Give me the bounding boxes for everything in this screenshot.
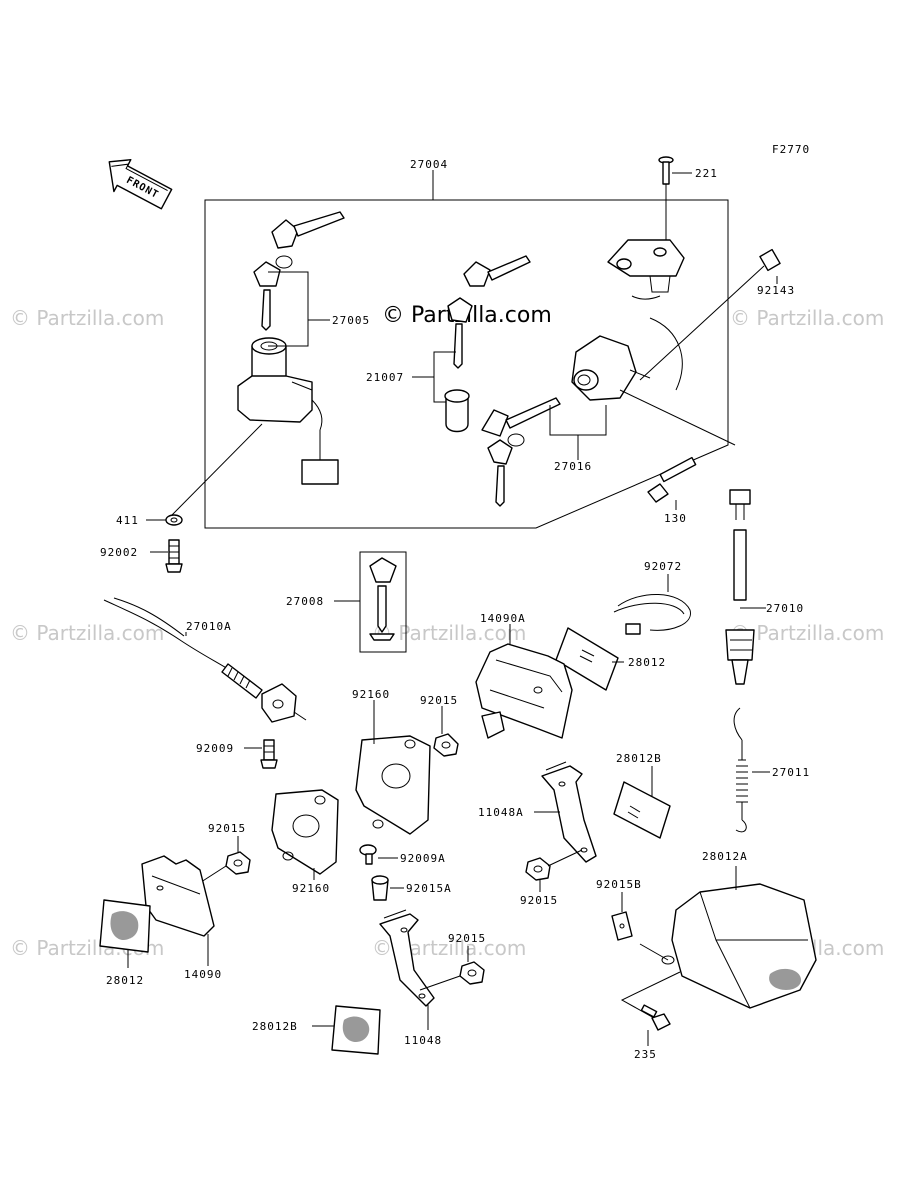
label-14090A: 14090A (480, 612, 526, 625)
switch-cable-27010A: 27010A (103, 597, 307, 723)
front-arrow-icon: FRONT (108, 159, 173, 210)
label-92015B: 92015B (596, 878, 642, 891)
label-92015A: 92015A (406, 882, 452, 895)
label-221: 221 (695, 167, 718, 180)
bolt-130: 130 (647, 456, 697, 525)
band-92072: 92072 (613, 560, 691, 635)
label-130: 130 (664, 512, 687, 525)
screw-92009A: 92009A (359, 844, 446, 865)
switch-27010: 27010 (725, 489, 804, 685)
label-411: 411 (116, 514, 139, 527)
reflector-pad-28012: 28012 (555, 627, 666, 691)
key-cap-21007: 21007 (366, 255, 531, 433)
label-28012B-bottom: 28012B (252, 1020, 298, 1033)
reflector-pad-28012B-top: 28012B (613, 752, 671, 839)
label-27008: 27008 (286, 595, 324, 608)
reflector-pad-28012-bottom: 28012 (99, 899, 151, 987)
label-92015-b: 92015 (520, 894, 558, 907)
label-92072: 92072 (644, 560, 682, 573)
label-235: 235 (634, 1048, 657, 1061)
label-92015-c: 92015 (448, 932, 486, 945)
label-28012-bottom: 28012 (106, 974, 144, 987)
bracket-11048A: 11048A (478, 761, 597, 863)
label-27004: 27004 (410, 158, 448, 171)
label-28012: 28012 (628, 656, 666, 669)
label-92002: 92002 (100, 546, 138, 559)
label-27005: 27005 (332, 314, 370, 327)
label-27010: 27010 (766, 602, 804, 615)
label-92143: 92143 (757, 284, 795, 297)
collar-92015A: 92015A (371, 875, 452, 901)
nut-92015-a: 92015 (420, 694, 459, 757)
screw-221: 221 (658, 156, 718, 242)
figure-code: F2770 (772, 143, 810, 156)
label-92015-d: 92015 (208, 822, 246, 835)
nut-92015-b: 92015 (520, 849, 583, 907)
reflector-pad-28012B-bottom: 28012B (252, 1005, 381, 1055)
label-92160-bottom: 92160 (292, 882, 330, 895)
plate-92160-top: 92160 (352, 688, 431, 835)
bolt-92002: 92002 (100, 539, 183, 573)
label-11048: 11048 (404, 1034, 442, 1047)
label-11048A: 11048A (478, 806, 524, 819)
label-28012A: 28012A (702, 850, 748, 863)
label-28012B-top: 28012B (616, 752, 662, 765)
ignition-switch-27005: 27005 (171, 211, 370, 516)
label-27011: 27011 (772, 766, 810, 779)
bracket-14090A: 14090A (475, 612, 573, 739)
label-27016: 27016 (554, 460, 592, 473)
assembly-27004-frame: 27004 (204, 158, 729, 529)
plate-92160-bottom: 92160 (271, 789, 339, 895)
bracket-11048: 11048 (379, 909, 442, 1047)
watermark: © Partzilla.com (372, 621, 526, 645)
washer-411: 411 (116, 514, 183, 527)
bolt-92009: 92009 (196, 739, 278, 769)
label-92009: 92009 (196, 742, 234, 755)
nut-92015-c: 92015 (419, 932, 486, 991)
label-92160-top: 92160 (352, 688, 390, 701)
label-27010A: 27010A (186, 620, 232, 633)
seat-lock-27016 (571, 317, 736, 446)
watermark: © Partzilla.com (730, 306, 884, 330)
bracket-14090: 14090 (141, 855, 222, 981)
watermark: © Partzilla.com (10, 621, 164, 645)
reflector-28012A: 28012A (620, 850, 817, 1019)
label-92009A: 92009A (400, 852, 446, 865)
spring-27011: 27011 (733, 707, 810, 833)
nut-92015-d: 92015 (197, 822, 251, 885)
clip-92015B: 92015B (596, 878, 642, 941)
label-21007: 21007 (366, 371, 404, 384)
watermark: © Partzilla.com (10, 306, 164, 330)
watermark: © Partzilla.com (730, 621, 884, 645)
keys-27016: 27016 (481, 397, 607, 507)
screw-235: 235 (634, 1004, 671, 1061)
label-14090: 14090 (184, 968, 222, 981)
pin-92143: 92143 (639, 248, 795, 381)
label-92015-a: 92015 (420, 694, 458, 707)
key-blank-27008: 27008 (286, 551, 407, 653)
switch-bracket (607, 239, 685, 300)
